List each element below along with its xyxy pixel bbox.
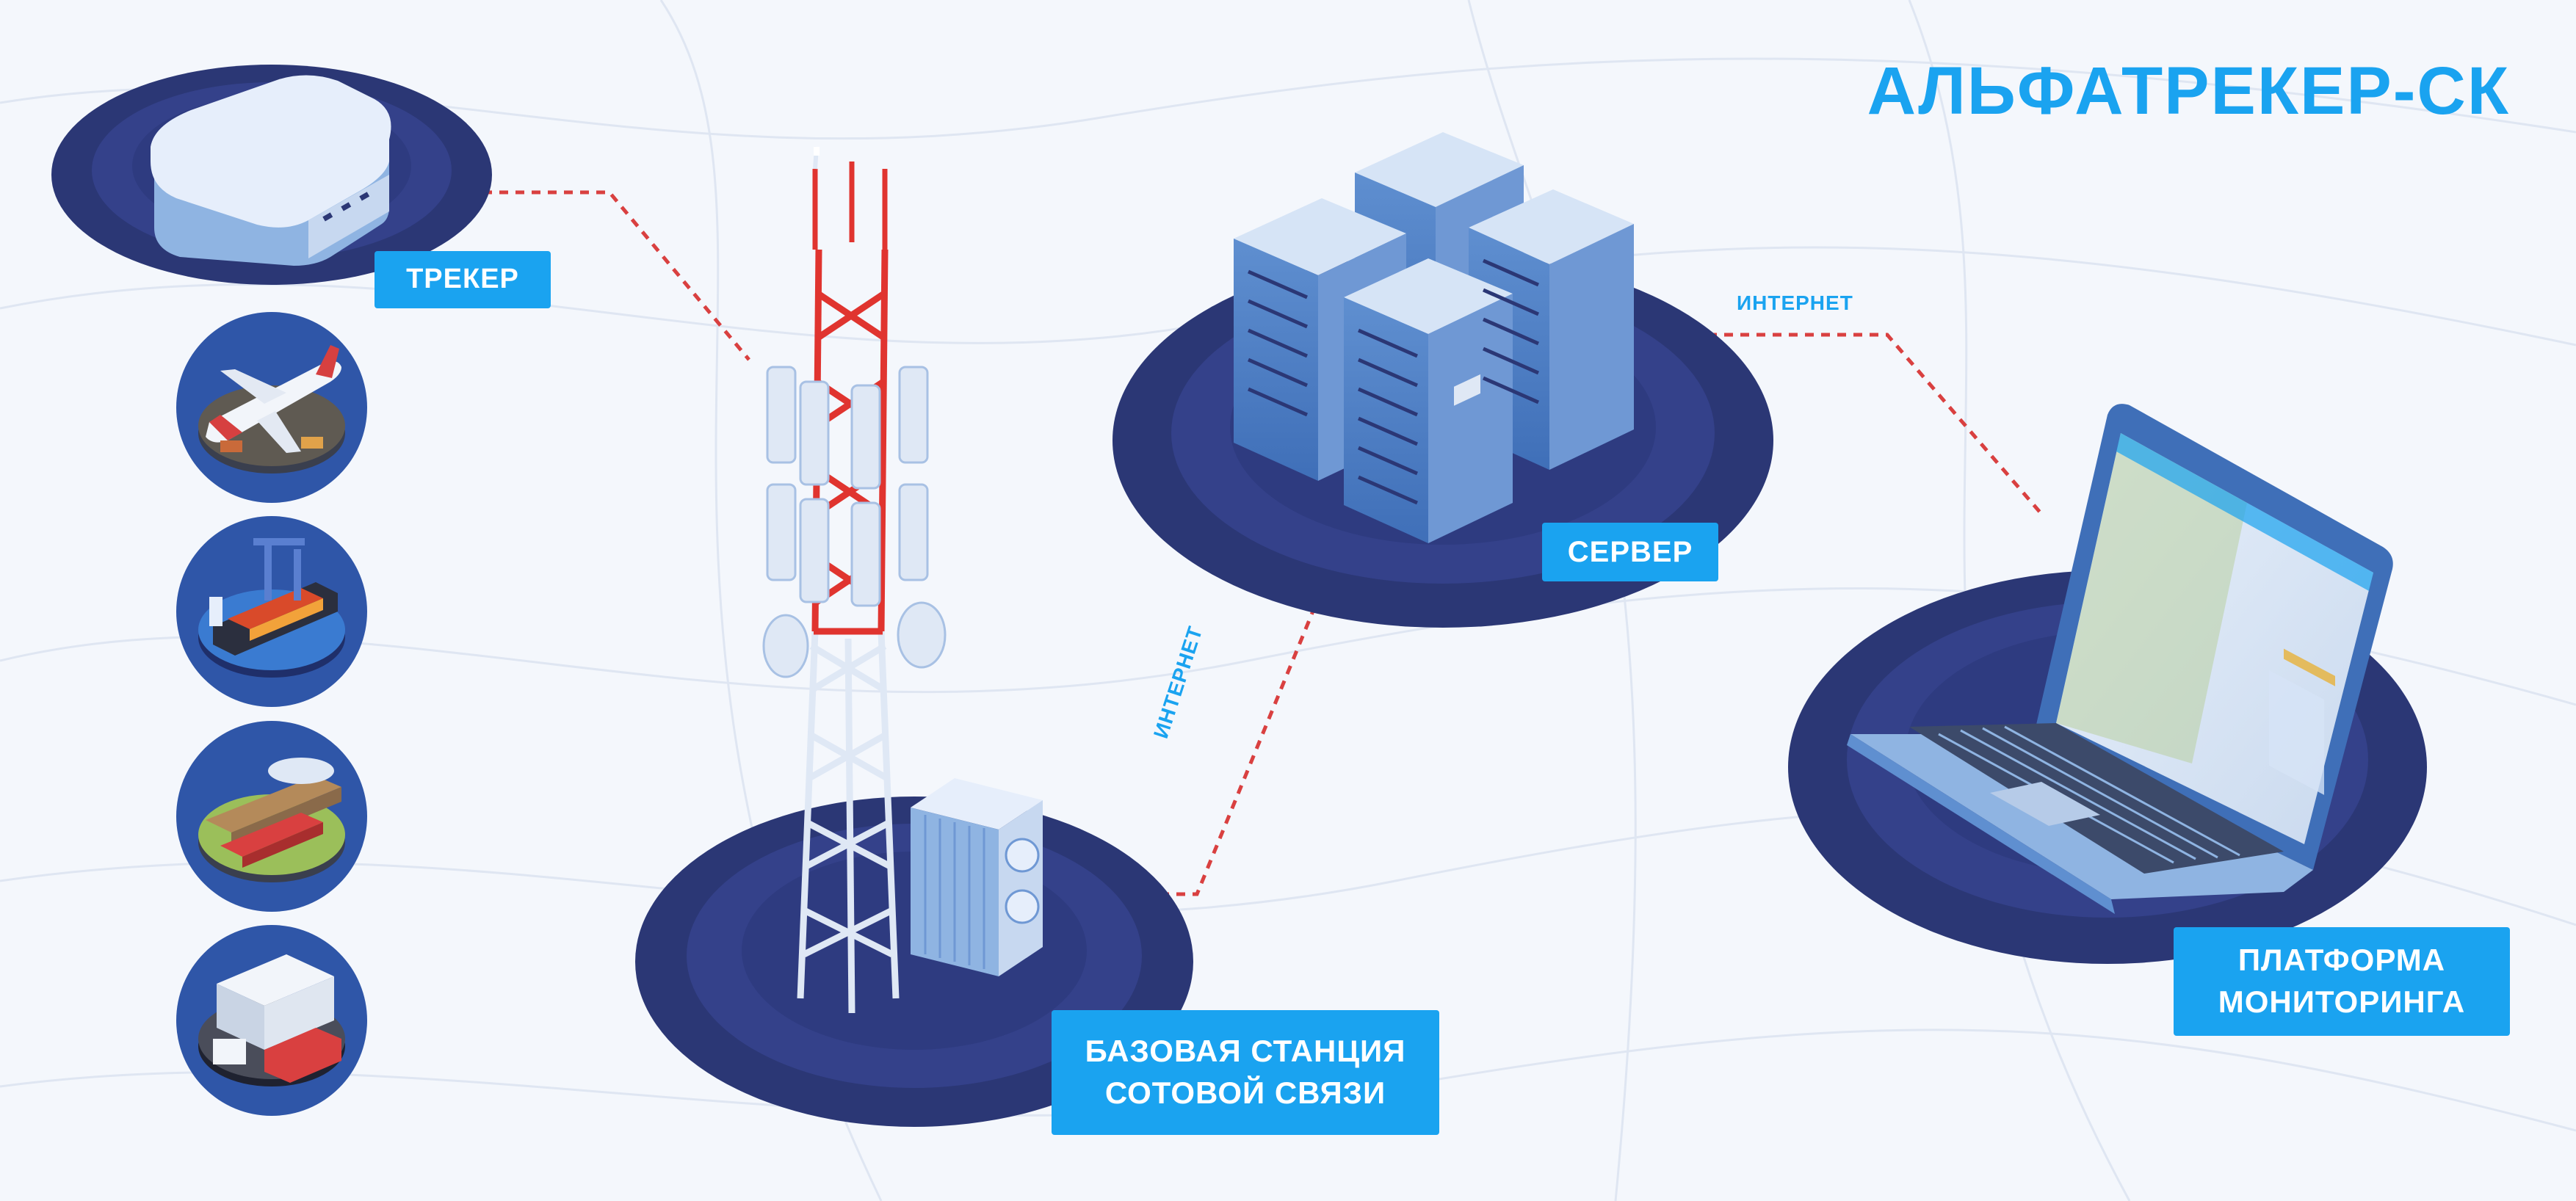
server-rack-icon — [1234, 132, 1634, 543]
freight-train-icon — [206, 758, 341, 868]
truck-icon — [213, 954, 341, 1083]
server-node — [1112, 132, 1773, 628]
base-station-label: БАЗОВАЯ СТАНЦИЯ СОТОВОЙ СВЯЗИ — [1052, 1010, 1439, 1135]
airplane-icon — [206, 345, 341, 453]
tracker-label: ТРЕКЕР — [375, 251, 551, 308]
platform-label: ПЛАТФОРМА МОНИТОРИНГА — [2174, 927, 2510, 1036]
vehicle-train — [176, 721, 367, 912]
equipment-cabinet-icon — [911, 778, 1043, 976]
vehicle-list — [176, 312, 367, 1116]
cell-tower-icon — [762, 146, 947, 1014]
link-label-server-platform: ИНТЕРНЕТ — [1737, 291, 1853, 314]
platform-node — [1788, 404, 2427, 964]
tracker-node — [51, 65, 492, 285]
link-server-platform — [1660, 333, 2043, 515]
base-station-node — [635, 146, 1193, 1127]
tracker-device-icon — [151, 75, 391, 266]
vehicle-ship — [176, 516, 367, 707]
vehicle-truck — [176, 925, 367, 1116]
vehicle-airplane — [176, 312, 367, 503]
brand-title: АЛЬФАТРЕКЕР-СК — [1867, 54, 2510, 128]
server-label: СЕРВЕР — [1542, 523, 1718, 581]
laptop-icon — [1847, 404, 2393, 914]
